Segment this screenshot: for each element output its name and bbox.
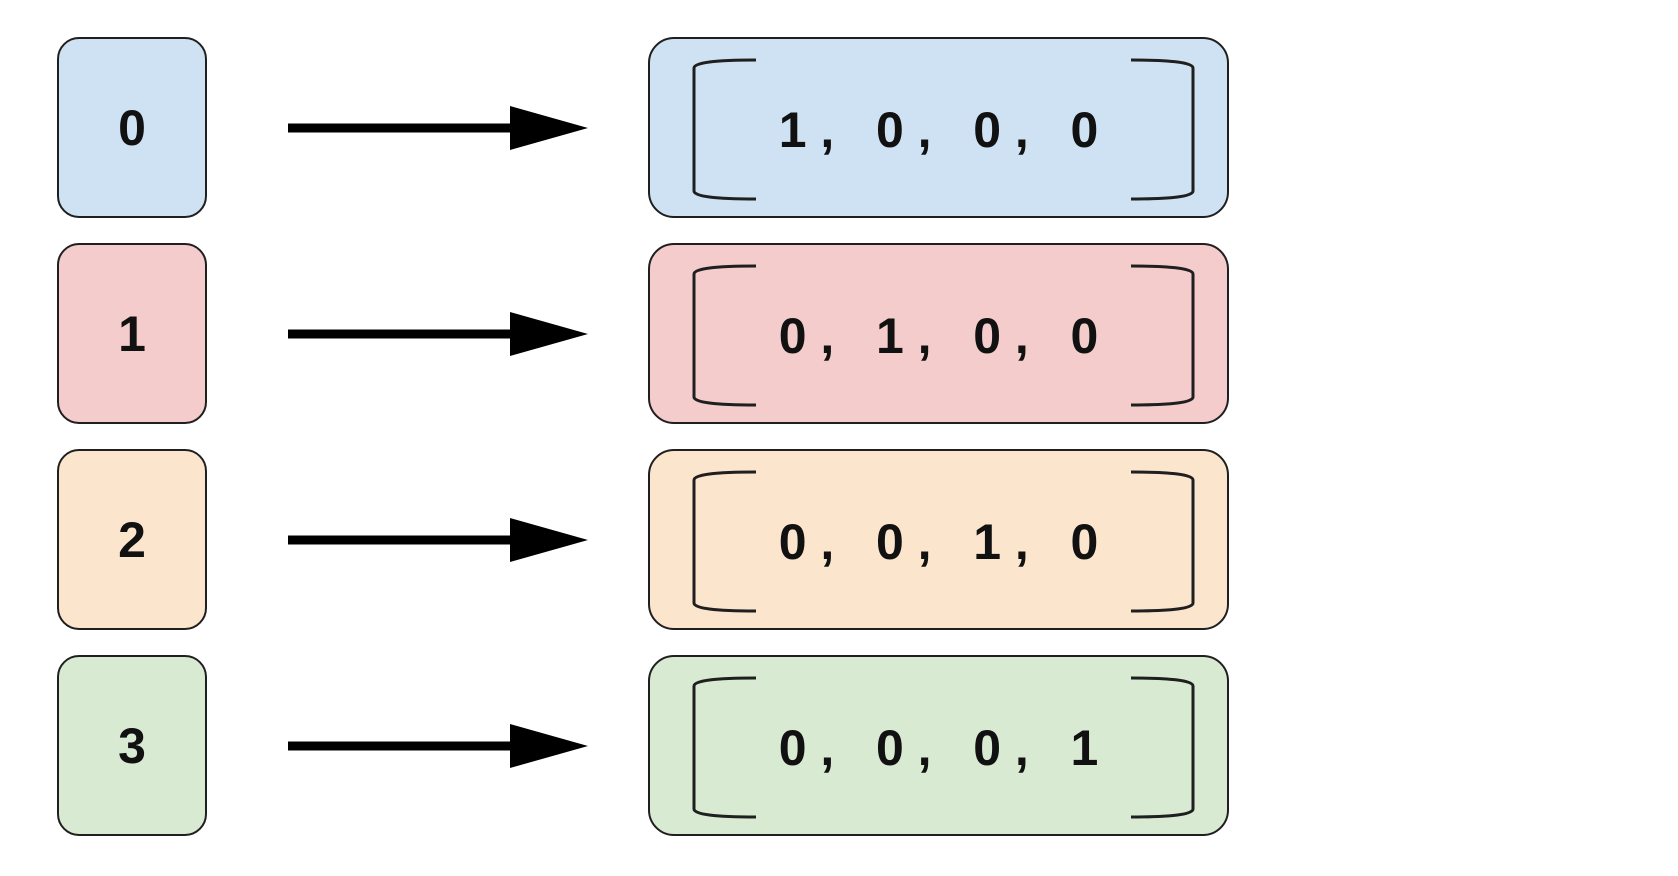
vector-box-3: 0 , 0 , 0 , 1: [648, 655, 1229, 836]
vector-box-1: 0 , 1 , 0 , 0: [648, 243, 1229, 424]
encoding-row-1: 1 0 , 1 , 0 , 0: [0, 243, 1678, 428]
encoding-row-2: 2 0 , 0 , 1 , 0: [0, 449, 1678, 634]
left-bracket-icon: [692, 264, 757, 407]
one-hot-vector-2: 0 , 0 , 1 , 0: [778, 513, 1099, 570]
one-hot-vector-1: 0 , 1 , 0 , 0: [778, 307, 1099, 364]
index-label-0: 0: [118, 99, 146, 156]
index-box-1: 1: [57, 243, 207, 424]
one-hot-vector-3: 0 , 0 , 0 , 1: [778, 719, 1099, 776]
right-bracket-icon: [1130, 676, 1195, 819]
encoding-row-0: 0 1 , 0 , 0 , 0: [0, 37, 1678, 222]
index-box-3: 3: [57, 655, 207, 836]
vector-box-2: 0 , 0 , 1 , 0: [648, 449, 1229, 630]
arrow-right-icon: [288, 312, 588, 356]
index-label-3: 3: [118, 717, 146, 774]
right-bracket-icon: [1130, 470, 1195, 613]
arrow-right-icon: [288, 724, 588, 768]
right-bracket-icon: [1130, 58, 1195, 201]
left-bracket-icon: [692, 470, 757, 613]
right-bracket-icon: [1130, 264, 1195, 407]
encoding-row-3: 3 0 , 0 , 0 , 1: [0, 655, 1678, 840]
index-label-1: 1: [118, 305, 146, 362]
index-box-0: 0: [57, 37, 207, 218]
index-label-2: 2: [118, 511, 146, 568]
left-bracket-icon: [692, 58, 757, 201]
one-hot-vector-0: 1 , 0 , 0 , 0: [778, 101, 1099, 158]
vector-box-0: 1 , 0 , 0 , 0: [648, 37, 1229, 218]
arrow-right-icon: [288, 518, 588, 562]
arrow-right-icon: [288, 106, 588, 150]
index-box-2: 2: [57, 449, 207, 630]
left-bracket-icon: [692, 676, 757, 819]
